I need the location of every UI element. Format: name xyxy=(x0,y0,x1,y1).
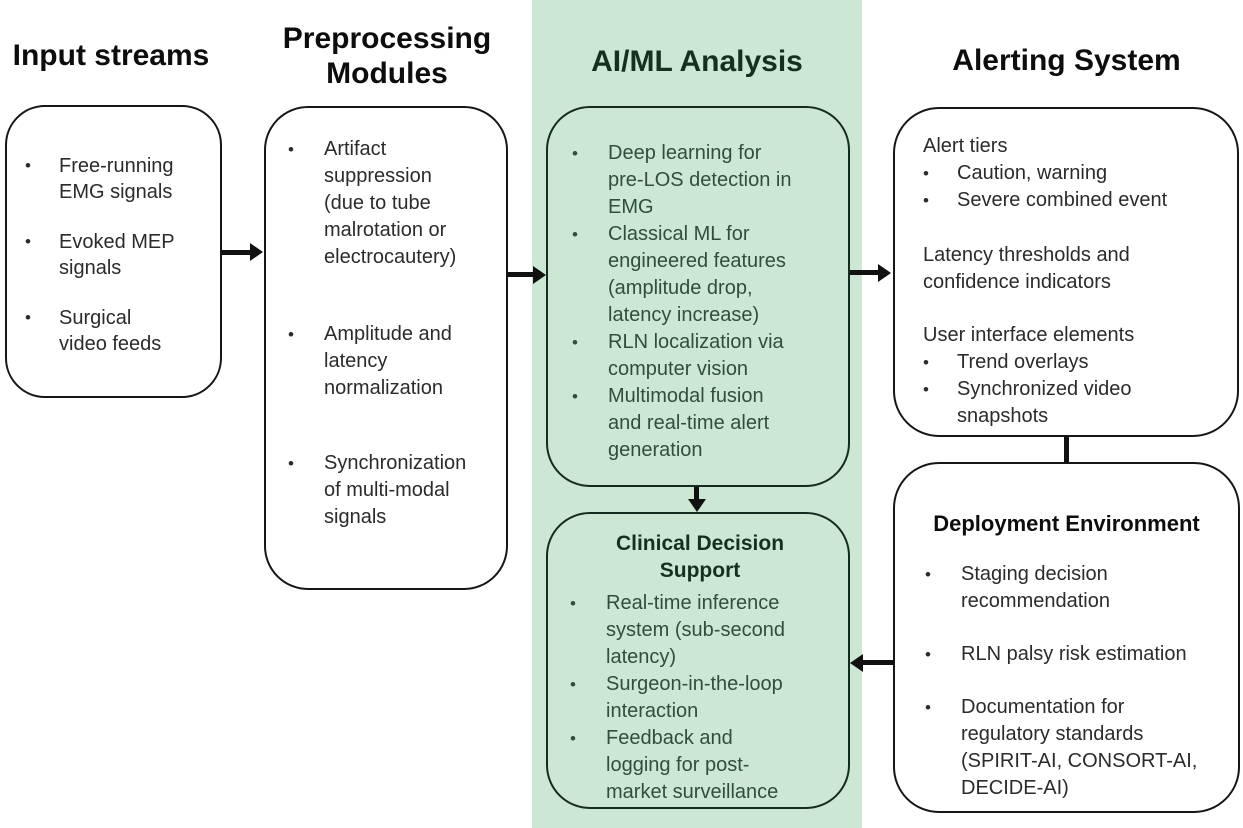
bullet-icon: • xyxy=(572,225,578,244)
list-item: • Artifact suppression (due to tube malr… xyxy=(288,136,500,271)
bullet-icon: • xyxy=(572,387,578,406)
bullet-icon: • xyxy=(572,144,578,163)
list-item: • Trend overlays xyxy=(923,349,1229,376)
list-item: • Multimodal fusion and real-time alert … xyxy=(572,383,844,464)
clinical-decision-support-box: Clinical Decision Support • Real-time in… xyxy=(546,512,850,809)
bullet-icon: • xyxy=(923,164,929,183)
list-item: • RLN palsy risk estimation xyxy=(925,641,1228,668)
list-item-text: RLN localization via computer vision xyxy=(608,331,784,380)
arrow-line xyxy=(863,660,894,665)
list-item: • Classical ML for engineered features (… xyxy=(572,221,844,329)
arrow-line xyxy=(222,250,250,255)
list-item: • Documentation for regulatory standards… xyxy=(925,694,1228,802)
bullet-icon: • xyxy=(288,325,294,344)
list-item-text: Feedback and logging for post- market su… xyxy=(606,727,779,803)
input-streams-box: • Free-running EMG signals • Evoked MEP … xyxy=(5,105,222,398)
list-item: • Caution, warning xyxy=(923,160,1229,187)
list-item-text: Multimodal fusion and real-time alert ge… xyxy=(608,385,770,461)
deployment-environment-title: Deployment Environment xyxy=(933,511,1200,536)
list-item: • Free-running EMG signals xyxy=(25,153,214,205)
arrow-line xyxy=(850,270,878,275)
latency-thresholds-text: Latency thresholds and confidence indica… xyxy=(923,244,1130,293)
bullet-icon: • xyxy=(925,645,931,664)
list-item-text: Surgical video feeds xyxy=(59,307,162,355)
bullet-icon: • xyxy=(923,380,929,399)
arrowhead-down-icon xyxy=(688,499,706,512)
alert-tiers-heading: Alert tiers xyxy=(923,135,1008,157)
list-item-text: Severe combined event xyxy=(957,189,1168,211)
list-item: • Evoked MEP signals xyxy=(25,229,214,281)
arrow-line xyxy=(694,487,699,500)
clinical-decision-support-title: Clinical Decision Support xyxy=(615,532,785,582)
spacer xyxy=(923,296,1229,322)
list-item-text: Artifact suppression (due to tube malrot… xyxy=(324,138,457,268)
list-item: • Real-time inference system (sub-second… xyxy=(570,590,844,671)
list-item-text: Amplitude and latency normalization xyxy=(324,323,452,399)
bullet-icon: • xyxy=(25,232,31,251)
column-title-aiml: AI/ML Analysis xyxy=(591,45,803,78)
spacer xyxy=(923,214,1229,242)
list-item: • Amplitude and latency normalization xyxy=(288,321,500,402)
list-item: • Synchronization of multi-modal signals xyxy=(288,450,500,531)
list-item: • Surgical video feeds xyxy=(25,305,214,357)
arrowhead-left-icon xyxy=(850,654,863,672)
bullet-icon: • xyxy=(570,675,576,694)
bullet-icon: • xyxy=(925,698,931,717)
arrowhead-right-icon xyxy=(878,264,891,282)
bullet-icon: • xyxy=(925,565,931,584)
list-item: • Staging decision recommendation xyxy=(925,561,1228,615)
bullet-icon: • xyxy=(570,594,576,613)
list-item-text: Deep learning for pre-LOS detection in E… xyxy=(608,142,792,218)
list-item: • RLN localization via computer vision xyxy=(572,329,844,383)
list-item: • Synchronized video snapshots xyxy=(923,376,1229,430)
connector-line xyxy=(1064,437,1069,463)
list-item-text: Caution, warning xyxy=(957,162,1108,184)
bullet-icon: • xyxy=(288,140,294,159)
list-item-text: Real-time inference system (sub-second l… xyxy=(606,592,785,668)
list-item-text: Synchronized video snapshots xyxy=(957,378,1132,427)
list-item-text: Classical ML for engineered features (am… xyxy=(608,223,786,326)
preprocessing-box: • Artifact suppression (due to tube malr… xyxy=(264,106,508,590)
list-item: • Surgeon-in-the-loop interaction xyxy=(570,671,844,725)
bullet-icon: • xyxy=(923,353,929,372)
deployment-environment-box: Deployment Environment • Staging decisio… xyxy=(893,462,1240,813)
bullet-icon: • xyxy=(923,191,929,210)
arrowhead-right-icon xyxy=(250,243,263,261)
user-interface-heading: User interface elements xyxy=(923,324,1135,346)
bullet-icon: • xyxy=(572,333,578,352)
list-item: • Deep learning for pre-LOS detection in… xyxy=(572,140,844,221)
list-item: • Severe combined event xyxy=(923,187,1229,214)
column-title-preprocessing: Preprocessing Modules xyxy=(282,22,492,90)
list-item-text: Staging decision recommendation xyxy=(961,563,1110,612)
arrow-line xyxy=(508,272,533,277)
list-item-text: Surgeon-in-the-loop interaction xyxy=(606,673,783,722)
bullet-icon: • xyxy=(25,308,31,327)
list-item-text: Free-running EMG signals xyxy=(59,155,174,203)
list-item-text: Evoked MEP signals xyxy=(59,231,175,279)
list-item-text: Synchronization of multi-modal signals xyxy=(324,452,467,528)
list-item-text: Documentation for regulatory standards (… xyxy=(961,696,1198,799)
arrowhead-right-icon xyxy=(533,266,546,284)
list-item-text: Trend overlays xyxy=(957,351,1089,373)
alerting-system-box: Alert tiers • Caution, warning • Severe … xyxy=(893,107,1239,437)
aiml-analysis-box: • Deep learning for pre-LOS detection in… xyxy=(546,106,850,487)
list-item: • Feedback and logging for post- market … xyxy=(570,725,844,806)
bullet-icon: • xyxy=(25,156,31,175)
list-item-text: RLN palsy risk estimation xyxy=(961,643,1187,665)
bullet-icon: • xyxy=(570,729,576,748)
column-title-alerting: Alerting System xyxy=(952,44,1181,77)
column-title-input-streams: Input streams xyxy=(12,39,210,72)
bullet-icon: • xyxy=(288,454,294,473)
